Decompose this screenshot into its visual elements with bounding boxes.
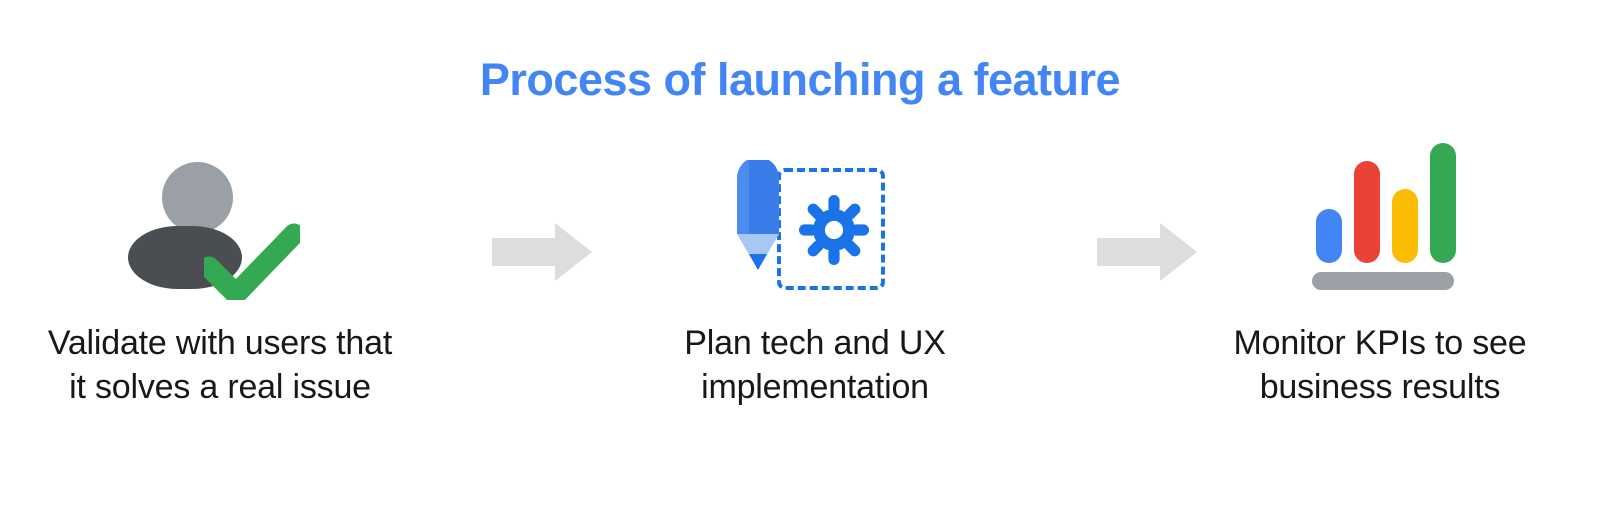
step-monitor: Monitor KPIs to see business results [1165,140,1595,460]
page-title: Process of launching a feature [479,54,1121,105]
step-label: Plan tech and UX implementation [684,324,946,407]
pencil-icon [737,160,779,270]
arrow-right-icon [492,223,592,281]
chart-bar-4 [1430,143,1456,263]
person-head-icon [162,162,233,233]
process-steps: Validate with users that it solves a rea… [0,140,1600,460]
user-check-icon [120,140,320,315]
dashed-frame-icon [777,168,885,290]
chart-bar-3 [1392,189,1418,263]
bar-chart-icon [1280,140,1480,315]
bar-chart-graphic [1296,143,1464,290]
check-mark-icon [204,223,300,300]
pencil-gear-blueprint-icon [715,140,915,315]
arrow-right-icon [1097,223,1197,281]
step-plan: Plan tech and UX implementation [600,140,1030,460]
step-validate: Validate with users that it solves a rea… [5,140,435,460]
chart-bar-1 [1316,209,1342,263]
step-label: Validate with users that it solves a rea… [47,324,393,407]
chart-baseline [1312,272,1454,290]
step-label: Monitor KPIs to see business results [1233,324,1527,407]
chart-bar-2 [1354,161,1380,263]
gear-icon [799,195,869,265]
